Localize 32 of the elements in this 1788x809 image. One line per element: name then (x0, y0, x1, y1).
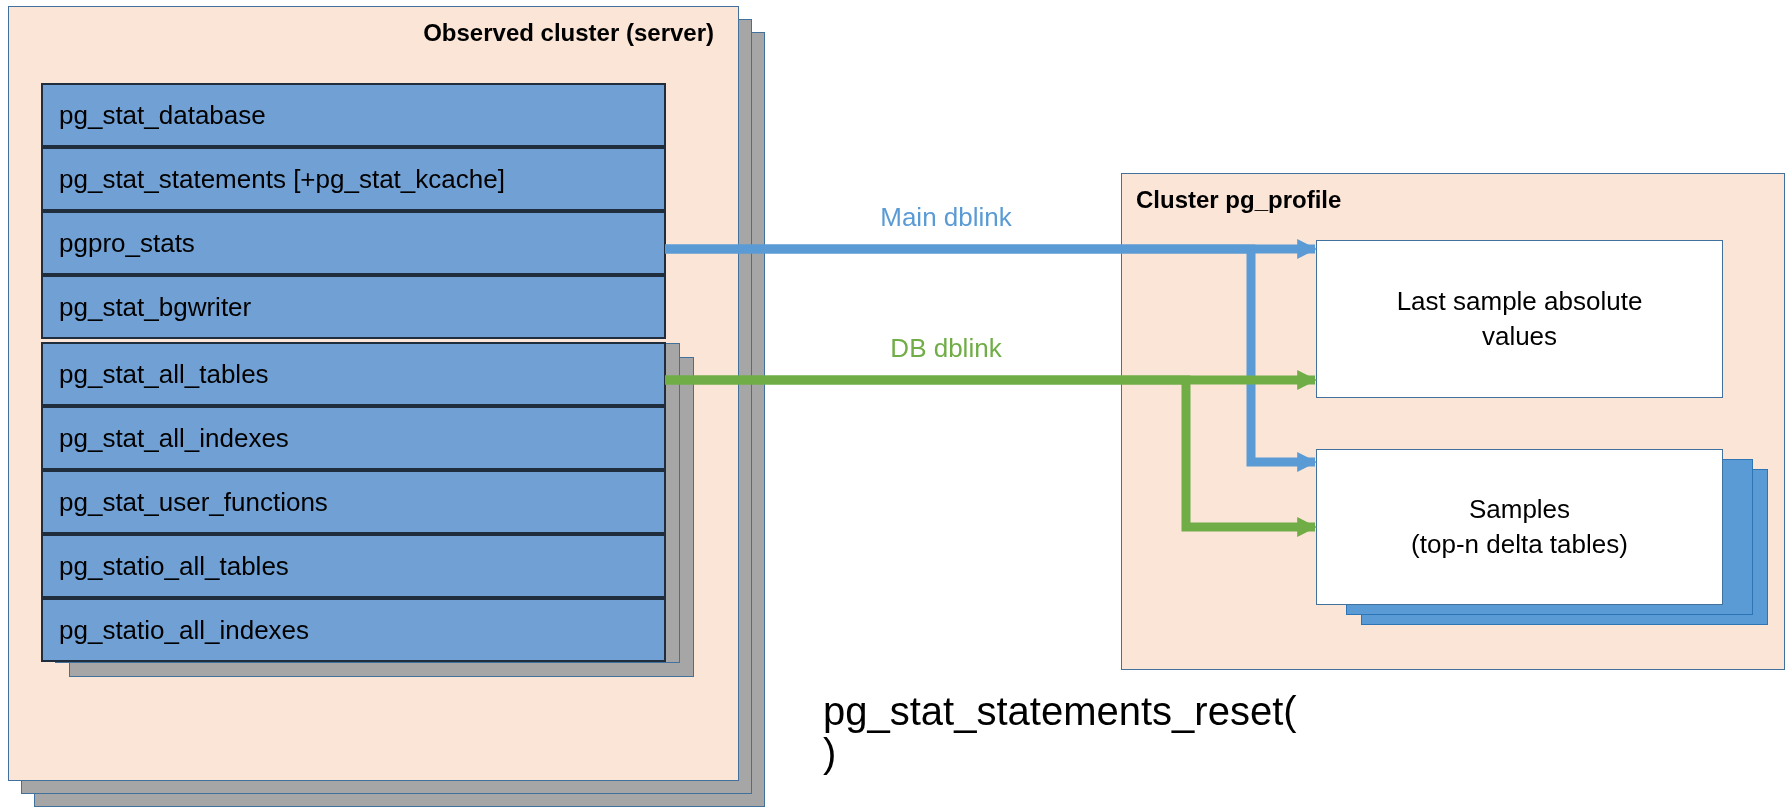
table-name: pg_stat_database (59, 99, 266, 131)
table-row (41, 342, 666, 406)
storage-text: Last sample absolute values (1395, 284, 1644, 353)
edge-label: DB dblink (890, 333, 1002, 364)
storage-text: (top-n delta tables) (1411, 528, 1628, 561)
table-row (41, 83, 666, 147)
function-call-text: pg_stat_statements_reset( ) (823, 690, 1297, 774)
table-row (41, 211, 666, 275)
table-row (41, 534, 666, 598)
table-row (41, 598, 666, 662)
table-name: pg_stat_bgwriter (59, 291, 252, 323)
storage-box (1316, 449, 1723, 605)
table-name: pg_stat_user_functions (59, 486, 328, 518)
arrow (665, 244, 1317, 472)
cluster-panel (8, 6, 739, 781)
storage-text: Samples (1468, 492, 1571, 526)
arrow (665, 375, 1317, 537)
table-row (41, 406, 666, 470)
table-name: pgpro_stats (59, 227, 195, 259)
table-name: pg_stat_statements [+pg_stat_kcache] (59, 163, 505, 195)
cluster-title: Observed cluster (server) (423, 19, 714, 47)
table-row (41, 147, 666, 211)
edge-label: Main dblink (880, 202, 1012, 233)
table-name: pg_stat_all_indexes (59, 422, 289, 454)
table-row (41, 275, 666, 339)
table-name: pg_statio_all_indexes (59, 614, 310, 646)
table-row (41, 470, 666, 534)
cluster-title: Cluster pg_profile (1136, 186, 1342, 214)
storage-box (1316, 240, 1723, 398)
table-name: pg_stat_all_tables (59, 358, 269, 390)
cluster-panel (1121, 173, 1785, 670)
table-name: pg_statio_all_tables (59, 550, 289, 582)
